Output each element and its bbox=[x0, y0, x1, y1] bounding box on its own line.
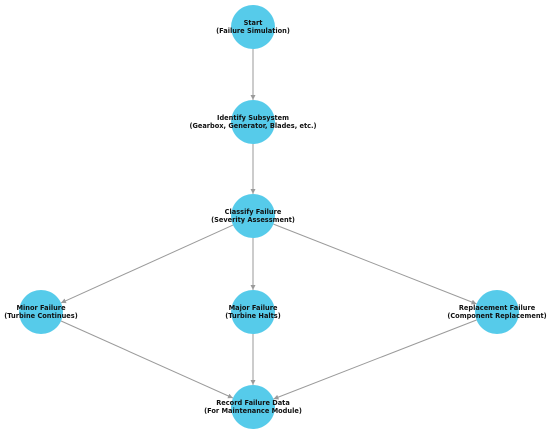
node-identify-title: Identify Subsystem bbox=[217, 114, 289, 122]
edge-minor-to-record bbox=[60, 320, 234, 399]
node-record: Record Failure Data (For Maintenance Mod… bbox=[204, 385, 302, 429]
node-identify-subtitle: (Gearbox, Generator, Blades, etc.) bbox=[189, 122, 316, 130]
node-identify-circle bbox=[231, 100, 275, 144]
node-record-circle bbox=[231, 385, 275, 429]
edges-layer bbox=[60, 49, 477, 400]
node-major-title: Major Failure bbox=[229, 304, 278, 312]
node-minor-subtitle: (Turbine Continues) bbox=[4, 312, 77, 320]
node-replacement: Replacement Failure (Component Replaceme… bbox=[447, 290, 547, 334]
node-classify: Classify Failure (Severity Assessment) bbox=[211, 194, 295, 238]
node-classify-subtitle: (Severity Assessment) bbox=[211, 216, 295, 224]
edge-classify-to-replacement bbox=[273, 223, 477, 305]
node-replacement-circle bbox=[475, 290, 519, 334]
node-major: Major Failure (Turbine Halts) bbox=[225, 290, 281, 334]
node-start-circle bbox=[231, 5, 275, 49]
node-start-subtitle: (Failure Simulation) bbox=[216, 27, 290, 35]
nodes-layer: Start (Failure Simulation) Identify Subs… bbox=[4, 5, 547, 429]
node-major-circle bbox=[231, 290, 275, 334]
node-classify-title: Classify Failure bbox=[225, 208, 282, 216]
node-identify: Identify Subsystem (Gearbox, Generator, … bbox=[189, 100, 317, 144]
edge-replacement-to-record bbox=[273, 319, 477, 400]
node-minor-title: Minor Failure bbox=[16, 304, 66, 312]
node-start: Start (Failure Simulation) bbox=[216, 5, 290, 49]
node-replacement-subtitle: (Component Replacement) bbox=[447, 312, 546, 320]
node-classify-circle bbox=[231, 194, 275, 238]
node-replacement-title: Replacement Failure bbox=[459, 304, 536, 312]
edge-classify-to-minor bbox=[60, 224, 234, 304]
node-minor-circle bbox=[19, 290, 63, 334]
node-minor: Minor Failure (Turbine Continues) bbox=[4, 290, 78, 334]
node-record-subtitle: (For Maintenance Module) bbox=[204, 407, 302, 415]
node-record-title: Record Failure Data bbox=[216, 399, 290, 407]
node-start-title: Start bbox=[244, 19, 263, 27]
node-major-subtitle: (Turbine Halts) bbox=[225, 312, 281, 320]
